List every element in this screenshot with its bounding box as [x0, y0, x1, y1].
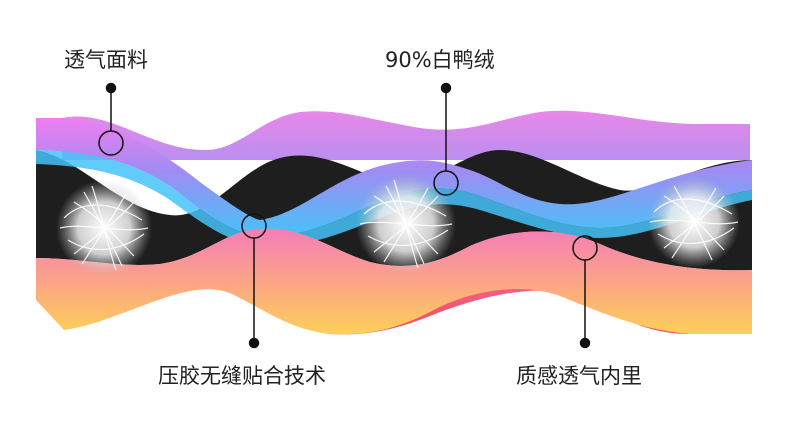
callout-lining: [572, 235, 598, 349]
lining-layer: [36, 228, 752, 335]
label-lining: 质感透气内里: [516, 364, 642, 388]
down-cluster: [56, 180, 152, 276]
label-bonding-technology: 压胶无缝贴合技术: [158, 364, 326, 388]
label-white-duck-down: 90%白鸭绒: [385, 48, 495, 72]
callout-outer-fabric: [98, 82, 124, 156]
down-cluster: [648, 176, 740, 268]
label-outer-fabric: 透气面料: [64, 48, 148, 72]
callout-bonding: [241, 213, 267, 349]
callout-down-fill: [433, 82, 459, 196]
down-cluster: [356, 174, 456, 274]
top-layer-back-face: [62, 110, 750, 160]
